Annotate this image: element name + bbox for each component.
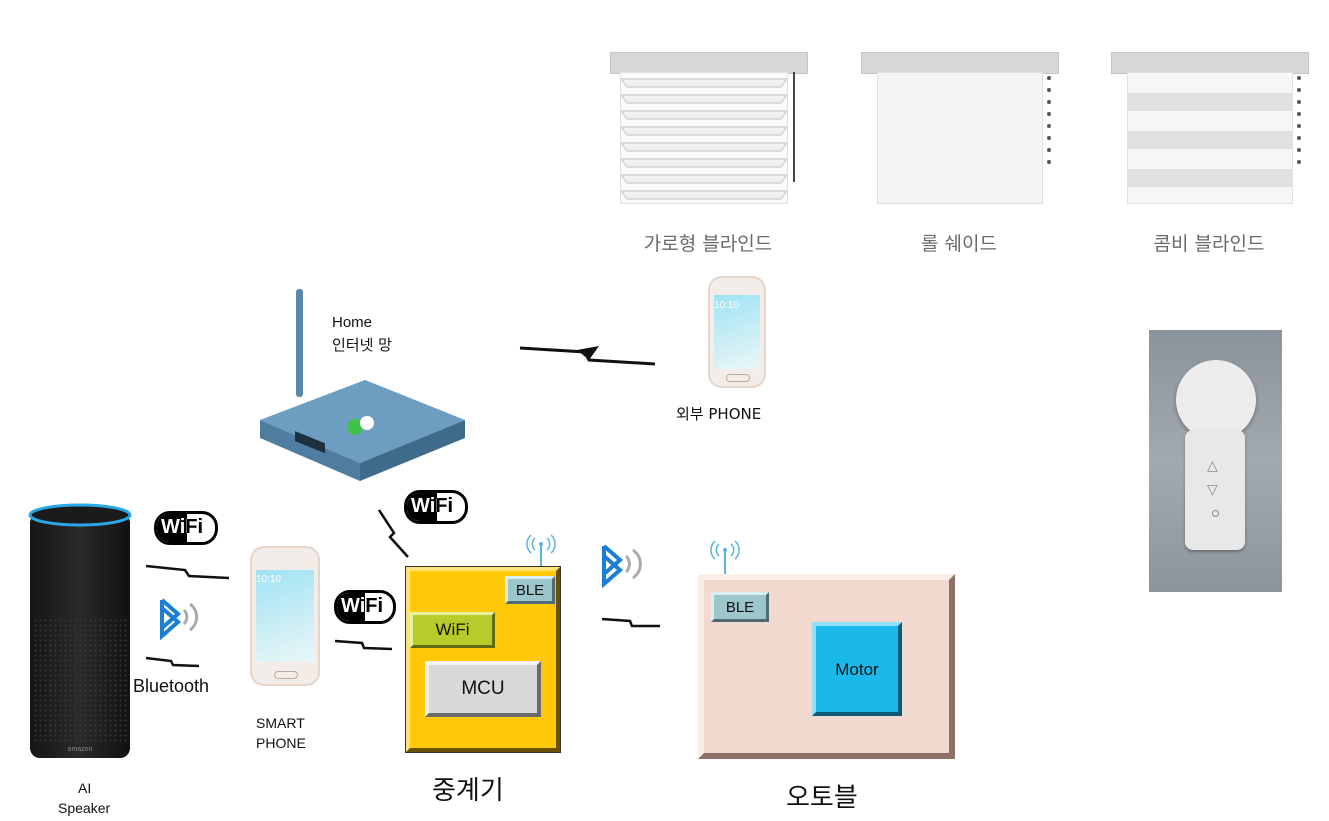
- external-phone-label: 외부 PHONE: [676, 405, 762, 423]
- external-phone-image: 10:10: [708, 276, 766, 388]
- ai-speaker-label-1: AI: [78, 780, 92, 796]
- blind-label-horizontal: 가로형 블라인드: [643, 233, 773, 255]
- repeater-ble-chip: BLE: [505, 576, 555, 604]
- blind-label-roller: 롤 쉐이드: [921, 233, 997, 255]
- repeater-mcu-chip: MCU: [425, 661, 541, 717]
- smart-phone-image: 10:10: [250, 546, 320, 686]
- wifi-logo: WiFi: [154, 511, 218, 545]
- svg-text:amazon: amazon: [68, 746, 93, 753]
- autoblind-ble-chip: BLE: [711, 592, 769, 622]
- bluetooth-label: Bluetooth: [133, 676, 210, 696]
- lightning-link-icon: [145, 656, 200, 668]
- repeater-wifi-chip: WiFi: [410, 612, 495, 648]
- smart-phone-label-1: SMART: [256, 715, 305, 731]
- motor-chip: Motor: [812, 622, 902, 716]
- lightning-link-icon: [145, 564, 230, 580]
- lightning-link-icon: [519, 346, 656, 366]
- wifi-logo: WiFi: [334, 590, 396, 624]
- home-router-label-2: 인터넷 망: [332, 336, 392, 354]
- ai-speaker-label-2: Speaker: [58, 800, 111, 816]
- bluetooth-icon: [602, 544, 642, 589]
- repeater-label: 중계기: [432, 776, 504, 806]
- lightning-link-icon: [334, 639, 393, 651]
- wall-switch-image: △ ▽: [1149, 330, 1282, 592]
- smart-phone-label-2: PHONE: [256, 735, 306, 751]
- lightning-link-icon: [377, 509, 409, 558]
- blind-label-combi: 콤비 블라인드: [1153, 233, 1265, 255]
- autoblind-label: 오토블: [786, 783, 858, 813]
- wifi-logo: WiFi: [404, 490, 468, 524]
- antenna-icon: [710, 540, 740, 576]
- home-router-label-1: Home: [332, 314, 373, 331]
- bluetooth-icon: [160, 598, 199, 641]
- lightning-link-icon: [601, 617, 660, 628]
- antenna-icon: [526, 534, 556, 570]
